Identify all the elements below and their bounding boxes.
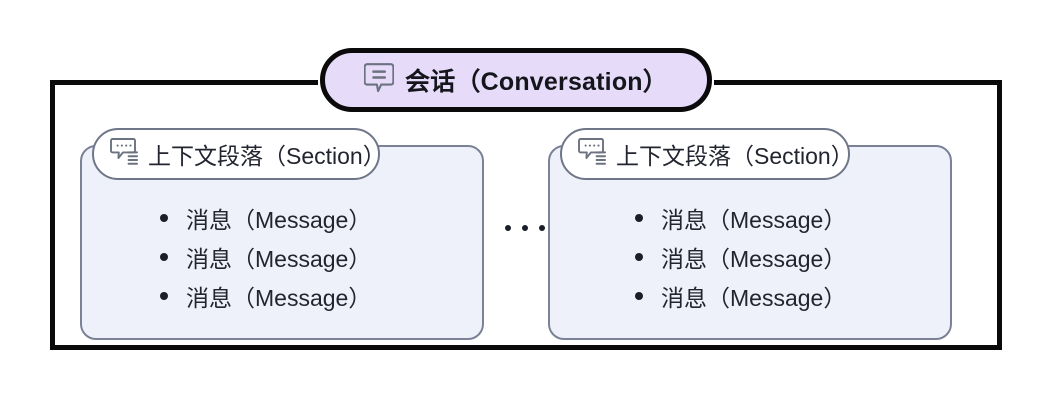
message-item: 消息（Message） bbox=[635, 276, 846, 315]
ellipsis-dot bbox=[522, 225, 528, 231]
bullet-icon bbox=[160, 291, 168, 300]
bullet-icon bbox=[635, 213, 643, 222]
sections-ellipsis bbox=[505, 225, 545, 231]
message-item: 消息（Message） bbox=[635, 237, 846, 276]
section-bubble-list-icon bbox=[578, 136, 610, 173]
bullet-icon bbox=[635, 252, 643, 261]
conversation-title-label: 会话（Conversation） bbox=[405, 68, 668, 96]
bullet-icon bbox=[160, 213, 168, 222]
ellipsis-dot bbox=[505, 225, 511, 231]
ellipsis-dot bbox=[539, 225, 545, 231]
message-label: 消息（Message） bbox=[186, 284, 372, 311]
speech-bubble-lines-icon bbox=[363, 62, 395, 99]
section-header-pill-2: 上下文段落（Section） bbox=[560, 128, 854, 180]
conversation-title-pill: 会话（Conversation） bbox=[320, 48, 712, 112]
message-list-2: 消息（Message） 消息（Message） 消息（Message） bbox=[635, 198, 846, 315]
message-label: 消息（Message） bbox=[661, 284, 847, 311]
message-item: 消息（Message） bbox=[160, 198, 371, 237]
message-label: 消息（Message） bbox=[661, 245, 847, 272]
bullet-icon bbox=[160, 252, 168, 261]
message-label: 消息（Message） bbox=[661, 206, 847, 233]
message-list-1: 消息（Message） 消息（Message） 消息（Message） bbox=[160, 198, 371, 315]
message-label: 消息（Message） bbox=[186, 245, 372, 272]
message-item: 消息（Message） bbox=[635, 198, 846, 237]
message-item: 消息（Message） bbox=[160, 237, 371, 276]
section-header-label-1: 上下文段落（Section） bbox=[148, 143, 386, 169]
section-header-label-2: 上下文段落（Section） bbox=[616, 143, 854, 169]
bullet-icon bbox=[635, 291, 643, 300]
section-header-pill-1: 上下文段落（Section） bbox=[92, 128, 386, 180]
message-item: 消息（Message） bbox=[160, 276, 371, 315]
section-bubble-list-icon bbox=[110, 136, 142, 173]
message-label: 消息（Message） bbox=[186, 206, 372, 233]
